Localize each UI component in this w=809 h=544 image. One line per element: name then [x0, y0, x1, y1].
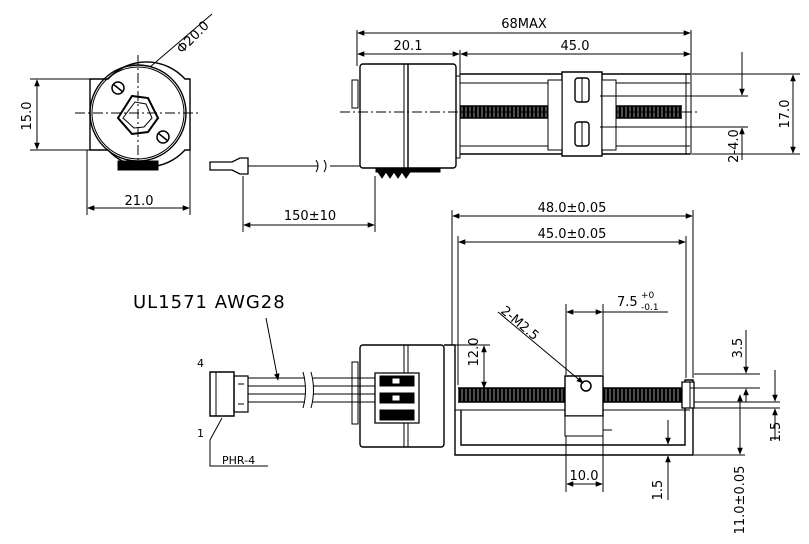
screw-icon — [157, 131, 169, 143]
height-17-label: 17.0 — [778, 100, 793, 129]
top-side-view — [210, 30, 800, 232]
diameter-label: Φ20.0 — [174, 19, 212, 57]
slot-width-label: 2-4.0 — [727, 129, 742, 163]
height-12-label: 12.0 — [467, 338, 482, 367]
body-length-label: 20.1 — [394, 39, 423, 54]
frame-48-label: 48.0±0.05 — [538, 201, 607, 216]
offset-main: 7.5 — [617, 295, 638, 310]
overall-max-label: 68MAX — [501, 17, 547, 32]
pin-4-label: 4 — [197, 357, 204, 370]
offset-sup: +0 — [641, 291, 655, 301]
rail-length-label: 45.0 — [561, 39, 590, 54]
gap-3-5-label: 3.5 — [731, 338, 746, 359]
screw-icon — [112, 82, 124, 94]
front-view — [30, 14, 212, 215]
offset-sub: -0.1 — [641, 303, 659, 313]
gap-1-5-bottom-label: 1.5 — [651, 480, 666, 501]
gap-1-5-right-label: 1.5 — [769, 422, 784, 443]
offset-7-5-label: 7.5 +0 -0.1 — [617, 291, 659, 313]
height-11-label: 11.0±0.05 — [733, 466, 748, 535]
bottom-view — [210, 210, 780, 500]
cable-spec-label: UL1571 AWG28 — [133, 292, 286, 313]
connector-label: PHR-4 — [222, 454, 255, 467]
slider-10-label: 10.0 — [570, 469, 599, 484]
lead-length-label: 150±10 — [284, 209, 336, 224]
height-15-label: 15.0 — [20, 102, 35, 131]
thread-label: 2-M2.5 — [497, 304, 541, 344]
frame-45-label: 45.0±0.05 — [538, 227, 607, 242]
pin-1-label: 1 — [197, 427, 204, 440]
width-21-label: 21.0 — [125, 194, 154, 209]
